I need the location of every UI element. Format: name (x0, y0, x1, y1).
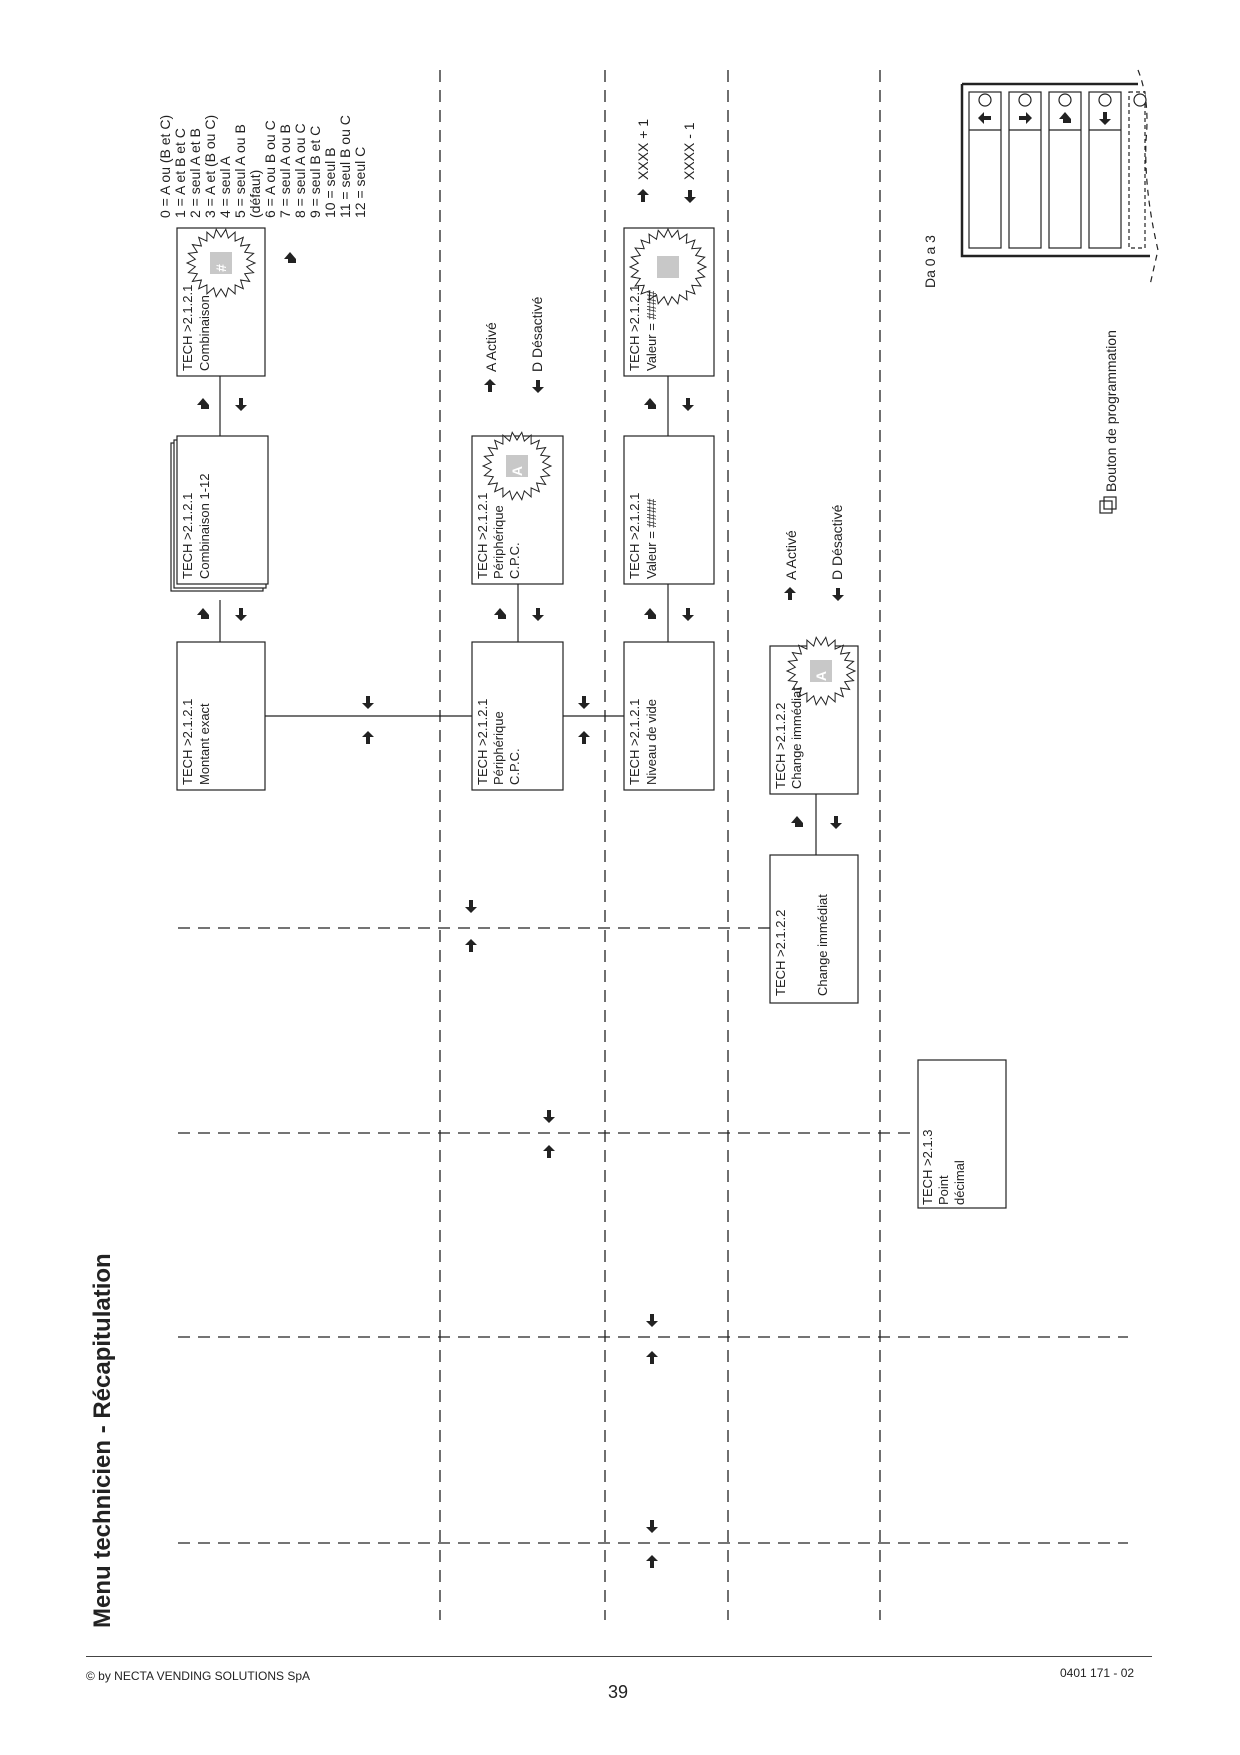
escape-arrow-icon (494, 608, 506, 619)
box-valeur-a: TECH >2.1.2.1 Valeur = #### (627, 489, 659, 579)
dashed-grid (178, 70, 1128, 1620)
starbursts (185, 227, 857, 706)
down-arrow-icon (682, 398, 694, 411)
escape-arrow-icon (791, 816, 803, 827)
left-arrow-icon (465, 939, 477, 952)
combination-list: 0 = A ou (B et C)1 = A et B et C2 = seul… (157, 115, 368, 218)
escape-arrow-icon (284, 252, 296, 263)
box-niveau-de-vide: TECH >2.1.2.1 Niveau de vide (627, 695, 659, 785)
page-title: Menu technicien - Récapitulation (89, 1253, 116, 1628)
symbol-square (810, 660, 832, 682)
left-arrow-icon (578, 731, 590, 744)
combination-item: 7 = seul A ou B (277, 124, 293, 218)
down-arrow-icon (682, 608, 694, 621)
box-change-immediat-edit: TECH >2.1.2.2 Change immédiat (773, 687, 804, 789)
escape-arrow-icon (644, 398, 656, 409)
box-combinaison-1-12: TECH >2.1.2.1 Combinaison 1-12 (180, 473, 212, 579)
footer-rule (86, 1656, 1152, 1657)
document-reference: 0401 171 - 02 (1060, 1666, 1135, 1680)
down-arrow-icon (235, 608, 247, 621)
option-active-peripherique: A Activé (483, 322, 499, 372)
up-arrow-icon (484, 379, 496, 392)
down-arrow-icon (532, 608, 544, 621)
option-active-change: A Activé (783, 530, 799, 580)
combination-item: 12 = seul C (352, 147, 368, 218)
right-arrow-icon (362, 696, 374, 709)
right-arrow-icon (465, 900, 477, 913)
peripherique-symbol: A (509, 466, 525, 476)
change-symbol: A (813, 671, 829, 681)
down-arrow-icon (830, 816, 842, 829)
option-inactive-peripherique: D Désactivé (529, 296, 545, 372)
box-valeur-b: TECH >2.1.2.1 Valeur = #### (627, 281, 659, 371)
combination-item: 9 = seul B et C (307, 126, 323, 218)
page-number: 39 (608, 1682, 629, 1702)
down-arrow-icon (684, 190, 696, 203)
combination-item: 5 = seul A ou B (232, 124, 248, 218)
keypad-label: Bouton de programmation (1103, 330, 1119, 492)
connectors (219, 376, 817, 855)
symbol-square (210, 252, 232, 274)
option-decrement: XXXX - 1 (681, 122, 697, 180)
navigation-arrows (197, 189, 844, 1568)
combination-item: 4 = seul A (217, 155, 233, 218)
right-arrow-icon (578, 696, 590, 709)
left-arrow-icon (646, 1351, 658, 1364)
left-arrow-icon (362, 731, 374, 744)
symbol-square (506, 455, 528, 477)
option-inactive-change: D Désactivé (829, 504, 845, 580)
combinaison-symbol: # (213, 264, 229, 272)
combination-item: 1 = A et B et C (172, 128, 188, 218)
right-arrow-icon (543, 1110, 555, 1123)
box-point-decimal: TECH >2.1.3 Point décimal (920, 1126, 967, 1205)
combination-item: 2 = seul A et B (187, 128, 203, 218)
symbol-square (657, 256, 679, 278)
range-label: Da 0 a 3 (922, 235, 938, 288)
diagram-boxes (170, 227, 1007, 1209)
combination-item: 0 = A ou (B et C) (157, 115, 173, 218)
combination-item: (défaut) (247, 170, 263, 218)
box-peripherique-select: TECH >2.1.2.1 Périphérique C.P.C. (475, 695, 522, 785)
option-increment: XXXX + 1 (635, 119, 651, 180)
up-arrow-icon (784, 587, 796, 600)
programming-keypad (960, 69, 1159, 286)
escape-arrow-icon (197, 608, 209, 619)
escape-arrow-icon (644, 608, 656, 619)
escape-arrow-icon (197, 398, 209, 409)
combination-item: 3 = A et (B ou C) (202, 115, 218, 218)
down-arrow-icon (532, 380, 544, 393)
left-arrow-icon (646, 1555, 658, 1568)
up-arrow-icon (637, 189, 649, 202)
combination-item: 11 = seul B ou C (337, 115, 353, 218)
combination-item: 10 = seul B (322, 148, 338, 218)
box-montant-exact: TECH >2.1.2.1 Montant exact (180, 695, 212, 785)
keypad-label-icon (1099, 496, 1117, 514)
down-arrow-icon (832, 588, 844, 601)
right-arrow-icon (646, 1314, 658, 1327)
combination-item: 8 = seul A ou C (292, 123, 308, 218)
combination-item: 6 = A ou B ou C (262, 120, 278, 218)
right-arrow-icon (646, 1520, 658, 1533)
box-combinaison: TECH >2.1.2.1 Combinaison (180, 281, 212, 371)
box-change-immediat-menu: TECH >2.1.2.2 Change immédiat (773, 894, 830, 996)
box-peripherique-cpc: TECH >2.1.2.1 Périphérique C.P.C. (475, 489, 522, 579)
down-arrow-icon (235, 398, 247, 411)
copyright: © by NECTA VENDING SOLUTIONS SpA (86, 1669, 311, 1683)
left-arrow-icon (543, 1145, 555, 1158)
